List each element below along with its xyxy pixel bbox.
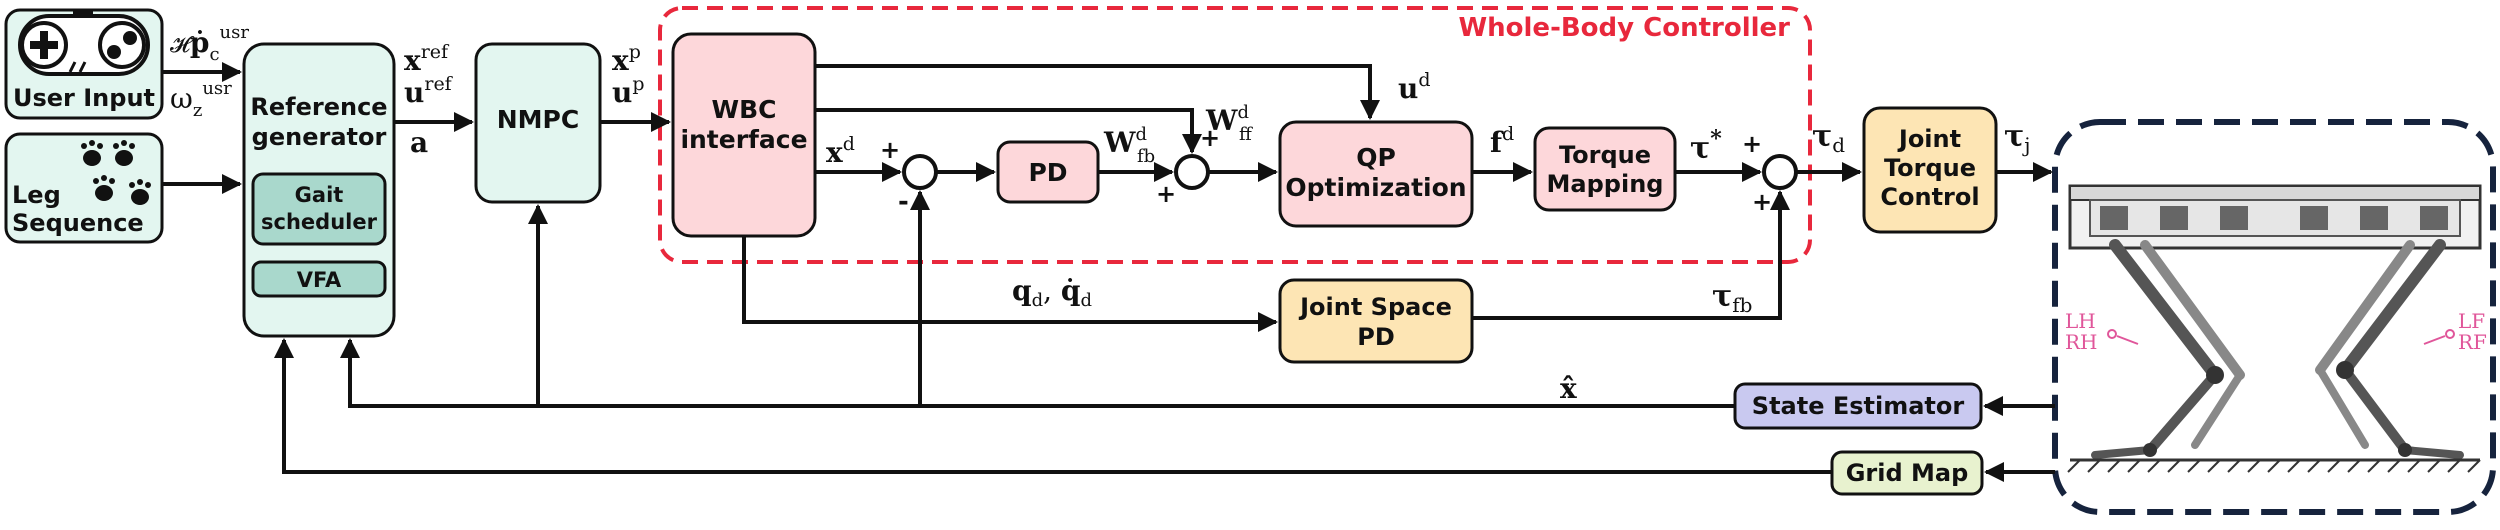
gait-label-1: Gait [295,183,344,207]
pd-label: PD [1028,158,1067,187]
signal-a: a [410,126,428,159]
signal-tau-d: τd [1812,119,1845,157]
signal-ud: ud [1398,69,1431,105]
signal-pc-usr: 𝓗ṗcusr [170,22,249,65]
sum-junction-2 [1174,154,1210,190]
signal-xp: xp [612,41,641,77]
robot-illustration [2067,184,2482,473]
grid-map-label: Grid Map [1846,459,1969,487]
signal-xd: xd [826,133,855,169]
sign-j2-plus-top: + [1200,124,1220,152]
signal-tau-star: τ* [1690,126,1722,166]
user-input-label: User Input [13,84,155,112]
jspd-label-2: PD [1357,323,1395,351]
label-lh: LH [2065,309,2096,333]
jspd-label-1: Joint Space [1298,293,1452,321]
ref-gen-label-1: Reference [250,93,387,121]
sum-junction-1 [902,154,938,190]
signal-up: up [612,73,645,109]
signal-fd: fd [1490,123,1514,159]
gait-label-2: scheduler [261,210,378,234]
wbc-title: Whole-Body Controller [1458,13,1790,43]
wbc-interface-label-2: interface [680,125,807,154]
signal-xhat: x̂ [1560,372,1577,405]
state-estimator-label: State Estimator [1752,392,1965,420]
jtc-label-3: Control [1880,183,1979,211]
sign-j3-plus-bottom: + [1752,188,1772,216]
joint-space-pd-block [1278,278,1474,364]
vfa-block [251,260,387,298]
nmpc-label: NMPC [497,105,579,134]
gamepad-icon [18,10,150,76]
signal-xref: xref [404,41,450,77]
label-rf: RF [2458,330,2487,354]
sign-j2-plus-bottom: + [1156,180,1176,208]
wbc-interface-label-1: WBC [712,95,777,124]
label-lf: LF [2458,309,2485,333]
label-rh: RH [2065,330,2098,354]
paw-prints-icon [81,140,151,205]
gait-scheduler-block [251,172,387,246]
torque-mapping-label-1: Torque [1559,141,1651,169]
connections [162,62,2055,482]
torque-mapping-label-2: Mapping [1547,170,1664,198]
signal-tau-fb: τfb [1712,279,1752,317]
signal-uref: uref [404,73,454,109]
signal-qd: qd, q̇d [1012,274,1092,311]
ref-gen-label-2: generator [252,123,387,151]
vfa-label: VFA [297,268,342,292]
qp-label-2: Optimization [1285,173,1466,202]
sign-j3-plus-top: + [1742,130,1762,158]
robot-panel [2052,119,2496,515]
leg-sequence-label-2: Sequence [12,209,144,237]
qp-label-1: QP [1356,143,1396,172]
jtc-label-2: Torque [1884,154,1976,182]
sum-junction-3 [1762,154,1798,190]
wbc-region [658,6,1812,264]
sign-j1-minus: - [898,187,909,217]
signal-omega-usr: ωzusr [170,78,232,121]
signal-tau-j: τj [2004,119,2030,157]
jtc-label-1: Joint [1897,125,1961,153]
sign-j1-plus: + [880,136,900,164]
torque-mapping-block [1533,126,1677,212]
leg-sequence-label-1: Leg [12,181,61,209]
